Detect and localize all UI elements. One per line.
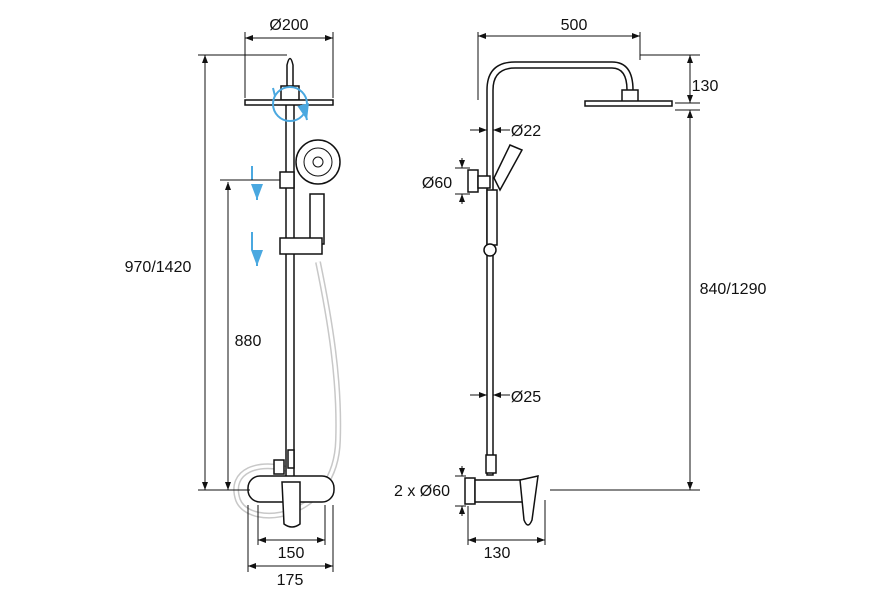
handshower-holder: [279, 171, 295, 189]
riser-rail: [285, 99, 295, 481]
dim-mixer-escutcheons: 2 x Ø60: [394, 483, 450, 500]
side-arm: [486, 61, 634, 476]
side-view: 500 130 840/1290 Ø22 Ø60 Ø25 2 x Ø60 130: [394, 17, 766, 562]
handshower-handle: [309, 193, 325, 245]
dim-mixer-spacing: 150: [278, 545, 305, 562]
dim-mixer-width: 175: [277, 572, 304, 589]
dim-head-diameter: Ø200: [269, 17, 308, 34]
side-handshower: [493, 144, 524, 192]
dim-arm-length: 500: [561, 17, 588, 34]
slider: [279, 237, 323, 255]
side-mixer-handle: [519, 475, 539, 526]
dim-total-height: 970/1420: [125, 259, 192, 276]
dim-mixer-depth: 130: [484, 545, 511, 562]
dim-head-height: 840/1290: [700, 281, 767, 298]
dim-pipe-bottom: Ø25: [511, 389, 541, 406]
dim-slider-height: 880: [235, 333, 262, 350]
side-shower-head: [584, 100, 673, 107]
handshower-head: [295, 139, 341, 185]
adjust-arrow-icon: [252, 166, 257, 200]
shower-head: [244, 99, 334, 106]
adjust-arrow-icon: [252, 232, 257, 266]
dim-head-drop: 130: [692, 78, 719, 95]
side-mixer-body: [474, 479, 524, 503]
dim-pipe-top: Ø22: [511, 123, 541, 140]
dim-wall-bracket: Ø60: [422, 175, 452, 192]
mixer-handle: [281, 481, 301, 528]
front-view: Ø200 970/1420 880 150 175: [125, 17, 342, 589]
